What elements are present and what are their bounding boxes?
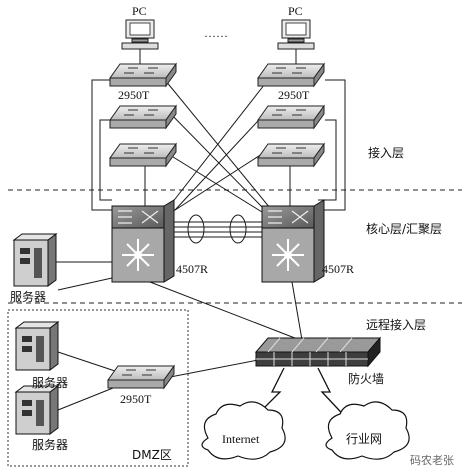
dmz-switch-icon <box>107 364 175 390</box>
server-icon <box>14 321 60 371</box>
industry-net-label: 行业网 <box>346 432 383 446</box>
remote-layer-label: 远程接入层 <box>366 318 427 332</box>
server-label-dmz-2: 服务器 <box>32 438 69 452</box>
pc-label-right: PC <box>288 4 303 18</box>
switch-label-left: 2950T <box>118 88 150 102</box>
server-icon <box>12 233 58 287</box>
server-label-main: 服务器 <box>10 290 47 304</box>
core-switch-icon <box>261 199 325 283</box>
core-label-left: 4507R <box>176 262 209 276</box>
watermark-text: 码农老张 <box>410 454 454 467</box>
dmz-zone-label: DMZ区 <box>132 448 172 462</box>
connection-lines <box>52 48 346 411</box>
access-switch-icon <box>109 104 177 130</box>
wan-link-bolt <box>317 367 353 425</box>
access-switch-icon <box>257 62 325 88</box>
industry-net-cloud-icon <box>325 401 410 460</box>
server-icon <box>14 385 60 435</box>
port-channel-oval <box>187 214 205 244</box>
access-switch-icon <box>257 104 325 130</box>
access-switch-icon <box>257 142 325 168</box>
switch-label-right: 2950T <box>278 88 310 102</box>
access-switch-icon <box>109 142 177 168</box>
firewall-icon <box>254 336 382 368</box>
internet-label: Internet <box>222 432 260 446</box>
dmz-switch-label: 2950T <box>120 392 152 406</box>
access-layer-label: 接入层 <box>368 146 405 160</box>
core-layer-label: 核心层/汇聚层 <box>366 222 443 236</box>
pc-label-left: PC <box>132 4 147 18</box>
pc-ellipsis: …… <box>204 26 228 40</box>
core-switch-icon <box>111 199 175 283</box>
pc-icon <box>121 19 159 50</box>
firewall-label: 防火墙 <box>348 372 385 386</box>
core-label-right: 4507R <box>322 262 355 276</box>
internet-cloud-icon <box>201 401 286 460</box>
server-label-dmz-1: 服务器 <box>32 376 69 390</box>
dmz-zone-boundary <box>7 309 189 467</box>
port-channel-oval <box>229 214 247 244</box>
access-switch-icon <box>109 62 177 88</box>
pc-icon <box>277 19 315 50</box>
